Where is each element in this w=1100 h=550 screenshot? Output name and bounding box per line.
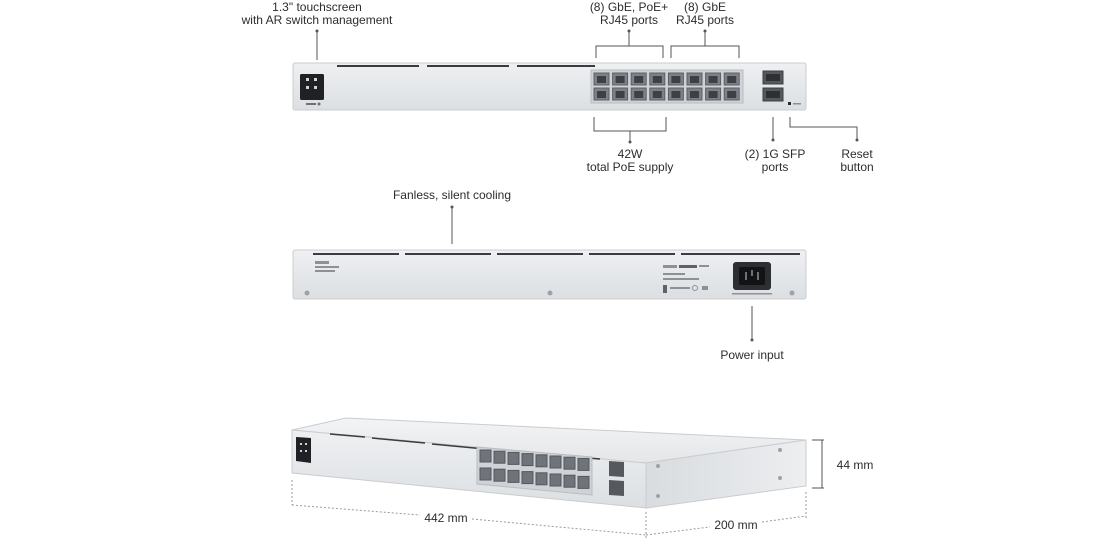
rj45-port-socket xyxy=(671,91,681,98)
touchscreen-label-line1: 1.3" touchscreen xyxy=(272,0,362,14)
rj45-port xyxy=(521,453,534,467)
rj45-port-socket xyxy=(615,76,625,83)
touchscreen-label-line2: with AR switch management xyxy=(241,13,393,27)
rj45-port xyxy=(507,451,520,465)
width-dimension-label: 442 mm xyxy=(424,511,468,525)
gbe-ports-label-line2: RJ45 ports xyxy=(675,13,735,27)
perspective-screws xyxy=(656,448,782,498)
rear-screws xyxy=(304,290,795,296)
rj45-port xyxy=(577,475,590,489)
front-leader-dots xyxy=(315,29,859,144)
rj45-port xyxy=(535,472,548,486)
rj45-port xyxy=(535,454,548,468)
reset-button-label: Reset button xyxy=(831,148,883,174)
poe-ports-label: (8) GbE, PoE+ RJ45 ports xyxy=(589,1,669,27)
rj45-port-socket xyxy=(615,91,625,98)
reset-button-hole xyxy=(788,102,801,105)
rj45-port xyxy=(549,473,562,487)
poe-ports-label-line2: RJ45 ports xyxy=(599,13,659,27)
rj45-port xyxy=(479,449,492,463)
rj45-port-socket xyxy=(690,76,699,83)
sfp-ports-label-line2: ports xyxy=(761,160,789,174)
gbe-ports-label-line1: (8) GbE xyxy=(683,0,726,14)
rear-switch xyxy=(292,249,807,300)
dimension-lines xyxy=(291,480,807,538)
front-rj45-ports xyxy=(593,72,740,101)
perspective-touchscreen xyxy=(296,437,311,463)
rj45-port-socket xyxy=(671,76,681,83)
poe-supply-label-line2: total PoE supply xyxy=(586,160,674,174)
touchscreen-label: 1.3" touchscreen with AR switch manageme… xyxy=(242,0,393,27)
gbe-ports-label: (8) GbE RJ45 ports xyxy=(672,1,738,27)
rj45-port xyxy=(563,456,576,470)
rj45-port-socket xyxy=(597,76,606,83)
rj45-port-socket xyxy=(597,91,606,98)
rj45-port-socket xyxy=(634,91,644,98)
front-leader-lines xyxy=(316,31,858,142)
reset-button-label-line1: Reset xyxy=(841,147,873,161)
cooling-label: Fanless, silent cooling xyxy=(392,188,512,202)
rj45-port xyxy=(549,455,562,469)
touchscreen-display xyxy=(300,74,324,106)
height-dimension-label: 44 mm xyxy=(836,458,874,472)
rj45-port xyxy=(479,467,492,481)
rj45-port-socket xyxy=(634,76,644,83)
rj45-port-socket xyxy=(727,76,737,83)
poe-supply-label-line1: 42W xyxy=(617,147,643,161)
poe-ports-label-line1: (8) GbE, PoE+ xyxy=(589,0,669,14)
rj45-port-socket xyxy=(708,91,718,98)
rj45-port-socket xyxy=(708,76,718,83)
sfp-ports-label-line1: (2) 1G SFP xyxy=(744,147,806,161)
rear-leader-lines xyxy=(451,207,753,340)
rj45-port xyxy=(577,457,590,471)
poe-supply-label: 42W total PoE supply xyxy=(585,148,675,174)
rj45-port-socket xyxy=(690,91,699,98)
rear-leader-dots xyxy=(450,205,754,342)
rj45-port-socket xyxy=(652,76,662,83)
rj45-port xyxy=(493,450,506,464)
rj45-port-socket xyxy=(727,91,737,98)
rear-product-label xyxy=(663,265,709,293)
rj45-port xyxy=(521,471,534,485)
front-switch xyxy=(292,62,807,111)
rj45-port xyxy=(507,469,520,483)
perspective-switch xyxy=(291,417,807,509)
power-inlet xyxy=(732,262,772,295)
rj45-port-socket xyxy=(652,91,662,98)
reset-button-label-line2: button xyxy=(840,160,874,174)
rj45-port xyxy=(493,468,506,482)
depth-dimension-label: 200 mm xyxy=(714,518,758,532)
power-input-label: Power input xyxy=(720,348,784,362)
sfp-ports-label: (2) 1G SFP ports xyxy=(743,148,807,174)
perspective-rj45-ports xyxy=(479,449,590,489)
height-dimension xyxy=(812,439,824,489)
rj45-port xyxy=(563,474,576,488)
perspective-sfp-ports xyxy=(609,461,624,496)
rear-label-sticker xyxy=(315,261,339,272)
sfp-ports xyxy=(762,70,784,102)
